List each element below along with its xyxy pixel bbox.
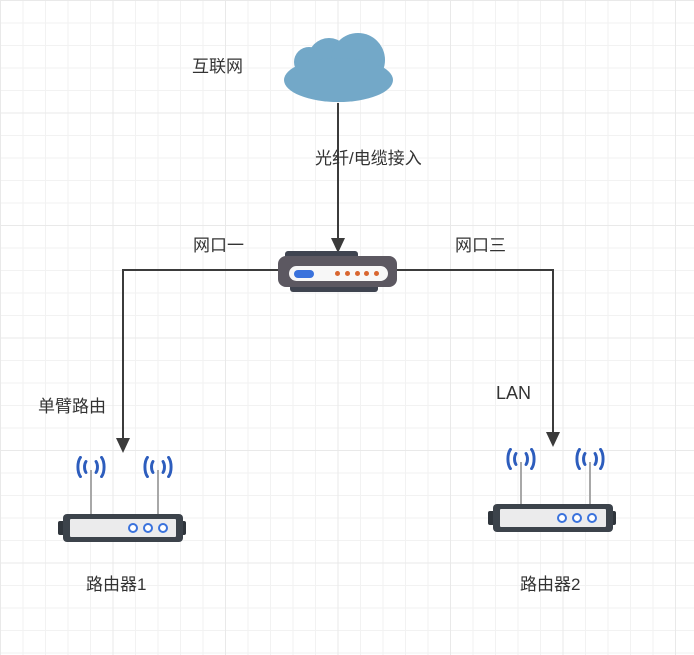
port-label-left[interactable]: 网口一 xyxy=(193,236,244,255)
modem-led-dot xyxy=(364,271,369,276)
edge-modem-to-router2-vertical[interactable] xyxy=(552,269,554,432)
wifi-signal-icon xyxy=(76,456,106,478)
router-led xyxy=(572,513,582,523)
wifi-signal-icon xyxy=(575,448,605,470)
router-led xyxy=(158,523,168,533)
modem-led-dot xyxy=(335,271,340,276)
wifi-signal-icon xyxy=(506,448,536,470)
modem-led-dot xyxy=(345,271,350,276)
edge-label-router2[interactable]: LAN xyxy=(496,383,532,403)
modem-led-bar xyxy=(294,270,314,278)
antenna-icon xyxy=(589,462,591,506)
modem-top-tab xyxy=(285,251,358,260)
antenna-icon xyxy=(157,470,159,516)
router-led xyxy=(587,513,597,523)
internet-cloud-node[interactable] xyxy=(282,30,395,103)
antenna-icon xyxy=(90,470,92,516)
router-endcap xyxy=(58,521,65,535)
port-label-right[interactable]: 网口三 xyxy=(455,236,506,255)
modem-led-dot xyxy=(374,271,379,276)
modem-led-dot xyxy=(355,271,360,276)
cloud-icon xyxy=(284,33,393,102)
arrowhead-down-icon xyxy=(116,438,130,453)
antenna-icon xyxy=(520,462,522,506)
wifi-signal-icon xyxy=(143,456,173,478)
router-led xyxy=(143,523,153,533)
router-led xyxy=(128,523,138,533)
edge-modem-to-router2-horizontal[interactable] xyxy=(397,269,553,271)
edge-label-access[interactable]: 光纤/电缆接入 xyxy=(315,149,422,168)
edge-label-router1[interactable]: 单臂路由 xyxy=(38,397,106,416)
edge-internet-to-modem[interactable] xyxy=(337,103,339,239)
router2-label[interactable]: 路由器2 xyxy=(520,575,581,594)
router1-label[interactable]: 路由器1 xyxy=(86,575,147,594)
router-endcap xyxy=(488,511,495,525)
edge-modem-to-router1-vertical[interactable] xyxy=(122,269,124,438)
router-led xyxy=(557,513,567,523)
arrowhead-down-icon xyxy=(546,432,560,447)
edge-modem-to-router1-horizontal[interactable] xyxy=(123,269,278,271)
internet-label[interactable]: 互联网 xyxy=(192,57,243,76)
modem-bottom-tab xyxy=(290,286,378,292)
arrowhead-down-icon xyxy=(331,238,345,253)
